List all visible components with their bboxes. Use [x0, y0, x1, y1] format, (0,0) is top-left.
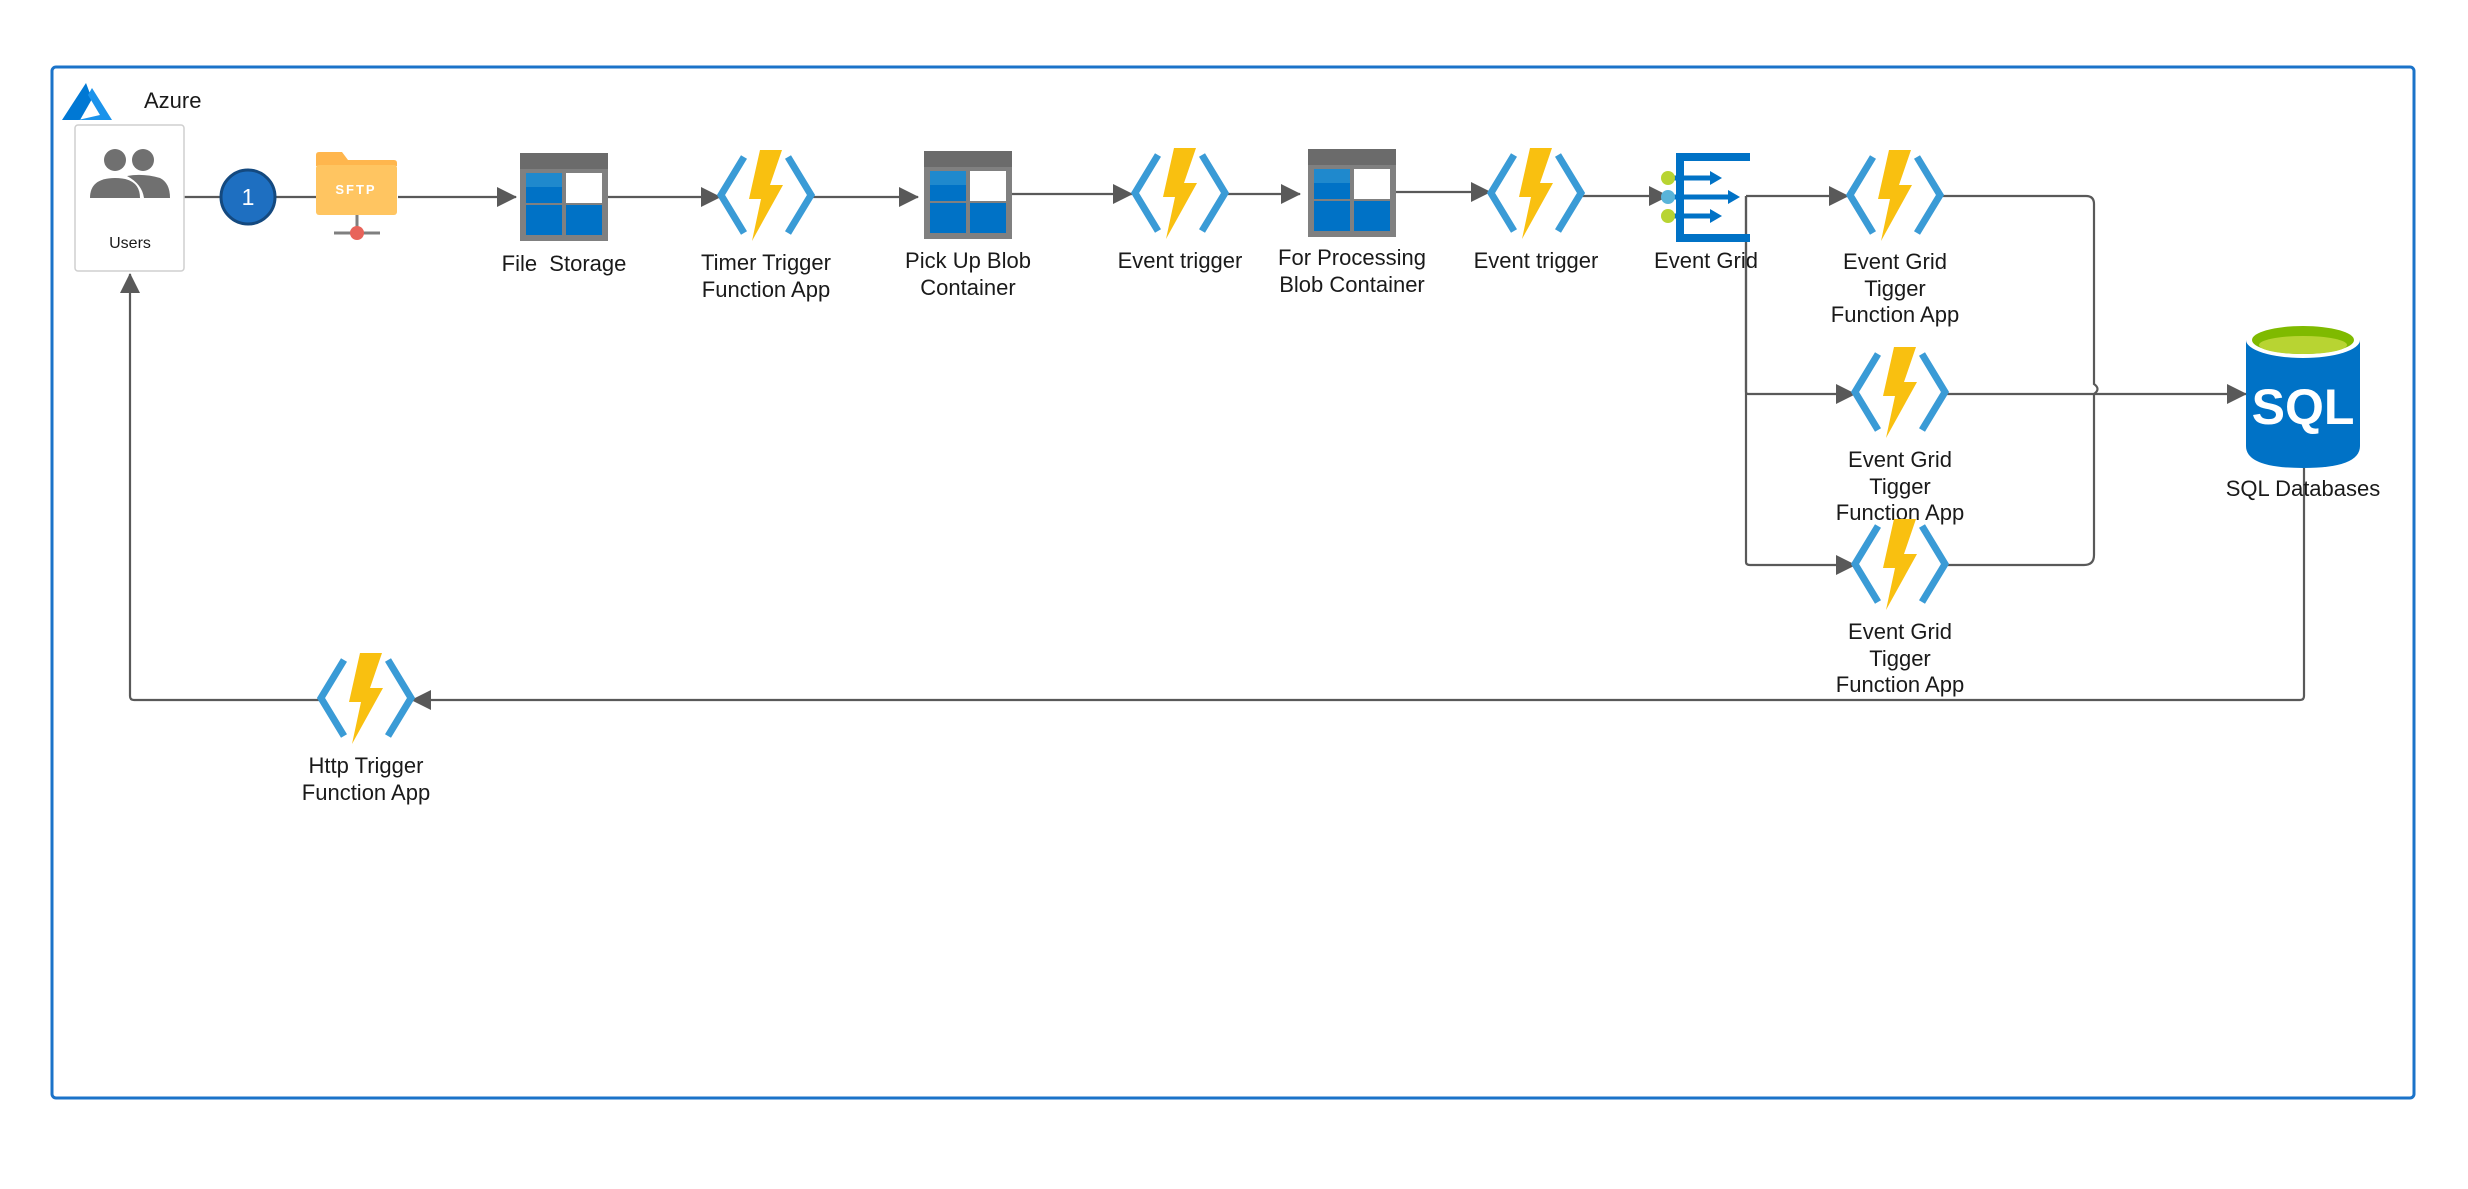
storage-icon [924, 151, 1012, 239]
function-app-icon [1491, 148, 1581, 239]
step-badge: 1 [219, 168, 277, 226]
storage-icon [520, 153, 608, 241]
event-trigger-1-node[interactable]: Event trigger [1118, 148, 1243, 273]
sftp-node[interactable]: SFTP [316, 152, 397, 240]
azure-frame [50, 65, 2416, 1100]
timer-trigger-line2: Function App [702, 277, 830, 302]
processing-blob-line2: Blob Container [1279, 272, 1425, 297]
function-app-icon [1855, 519, 1945, 610]
sql-badge: SQL [2252, 379, 2355, 435]
http-trigger-node[interactable]: Http Trigger Function App [302, 653, 430, 805]
event-trigger-2-node[interactable]: Event trigger [1474, 148, 1599, 273]
eg-function-1-node[interactable]: Event Grid Tigger Function App [1831, 150, 1959, 327]
eg-function-3-line2: Tigger [1869, 646, 1931, 671]
eg-function-3-line1: Event Grid [1848, 619, 1952, 644]
http-trigger-line2: Function App [302, 780, 430, 805]
edge-http-users [120, 273, 320, 702]
step-badge-number: 1 [242, 184, 255, 210]
azure-title: Azure [144, 88, 201, 113]
eg-function-2-line1: Event Grid [1848, 447, 1952, 472]
file-storage-node[interactable]: File Storage [502, 153, 627, 276]
function-app-icon [1135, 148, 1225, 239]
function-app-icon [1850, 150, 1940, 241]
eg-function-1-line3: Function App [1831, 302, 1959, 327]
event-trigger-2-label: Event trigger [1474, 248, 1599, 273]
function-app-icon [721, 150, 811, 241]
sql-label: SQL Databases [2226, 476, 2381, 501]
http-trigger-line1: Http Trigger [309, 753, 424, 778]
users-icon [90, 149, 170, 198]
pickup-blob-line2: Container [920, 275, 1015, 300]
event-grid-node[interactable]: Event Grid [1654, 153, 1758, 273]
event-grid-icon [1661, 153, 1750, 242]
eg-function-3-line3: Function App [1836, 672, 1964, 697]
edge-fn1-sql [1940, 194, 2099, 567]
storage-icon [1308, 149, 1396, 237]
processing-blob-line1: For Processing [1278, 245, 1426, 270]
timer-trigger-line1: Timer Trigger [701, 250, 831, 275]
function-app-icon [321, 653, 411, 744]
timer-trigger-node[interactable]: Timer Trigger Function App [701, 150, 831, 302]
event-grid-label: Event Grid [1654, 248, 1758, 273]
pickup-blob-node[interactable]: Pick Up Blob Container [905, 151, 1031, 300]
sftp-folder-icon [316, 152, 397, 240]
function-app-icon [1855, 347, 1945, 438]
edge-grid-fn2 [1744, 196, 1856, 404]
pickup-blob-line1: Pick Up Blob [905, 248, 1031, 273]
edge-grid-fn3 [1744, 196, 1856, 575]
users-label: Users [109, 235, 151, 252]
eg-function-3-node[interactable]: Event Grid Tigger Function App [1836, 519, 1964, 697]
sftp-label: SFTP [335, 182, 376, 197]
users-node[interactable]: Users [74, 124, 185, 272]
eg-function-1-line1: Event Grid [1843, 249, 1947, 274]
eg-function-2-node[interactable]: Event Grid Tigger Function App [1836, 347, 1964, 525]
edge-sql-http [411, 468, 2306, 710]
sql-node[interactable]: SQL SQL Databases [2226, 322, 2381, 501]
event-trigger-1-label: Event trigger [1118, 248, 1243, 273]
eg-function-1-line2: Tigger [1864, 276, 1926, 301]
eg-function-2-line2: Tigger [1869, 474, 1931, 499]
sql-database-icon [2246, 322, 2360, 468]
azure-logo-icon [62, 83, 112, 120]
connectors [120, 182, 2306, 710]
file-storage-label: File Storage [502, 251, 627, 276]
processing-blob-node[interactable]: For Processing Blob Container [1278, 149, 1426, 297]
